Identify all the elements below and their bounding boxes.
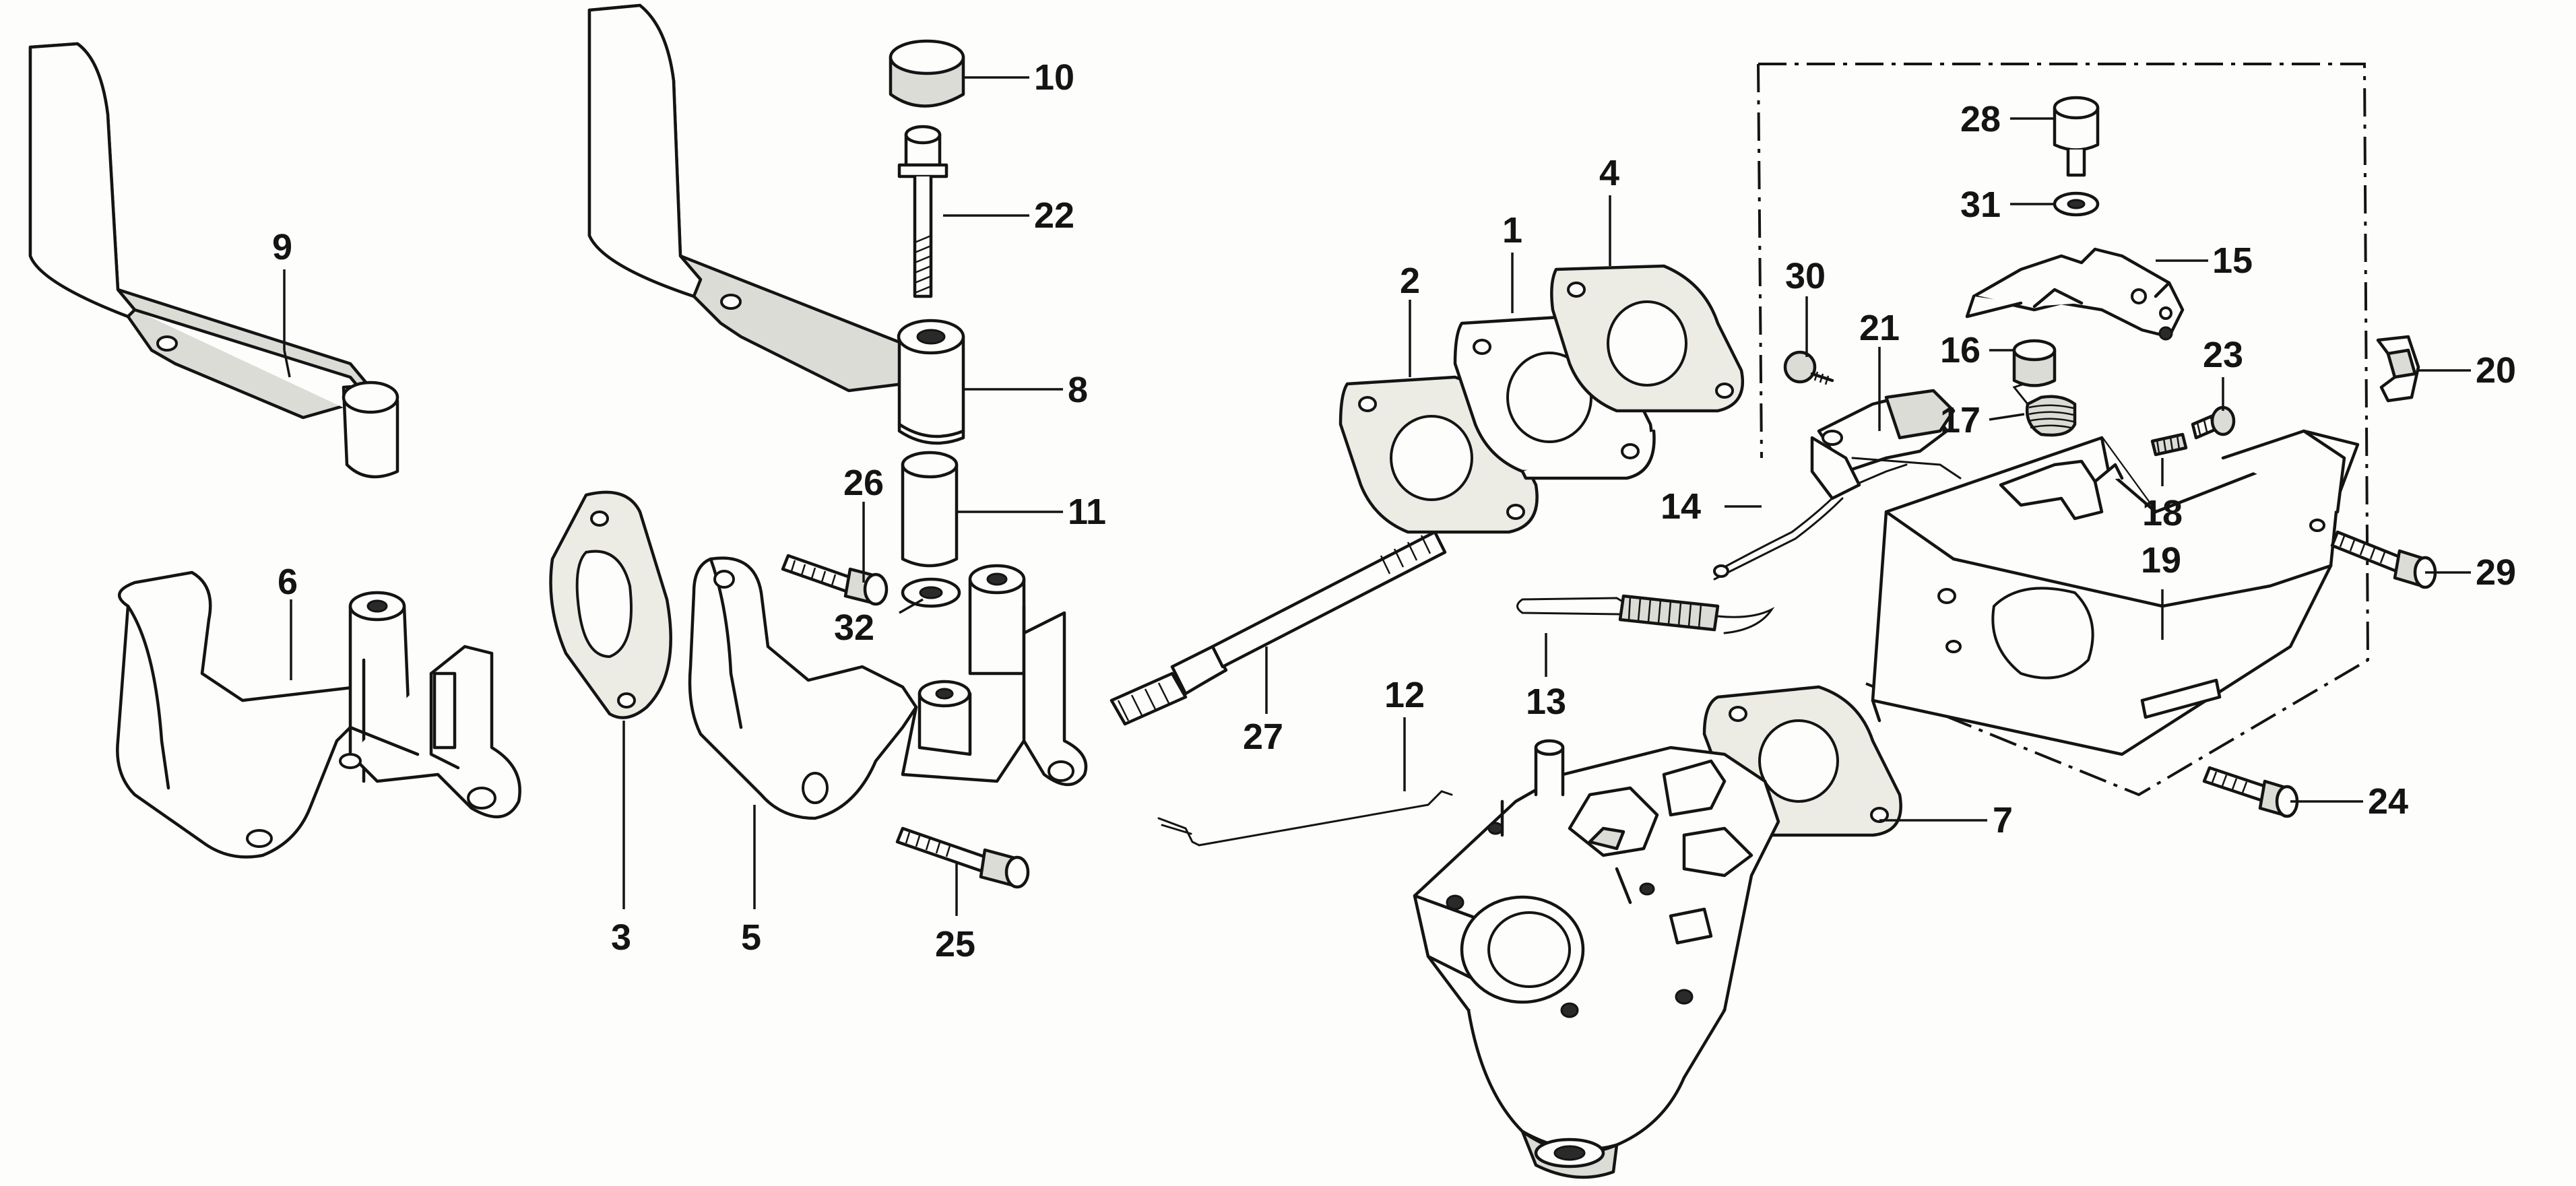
collar-8 xyxy=(897,319,965,445)
intake-manifold-5 xyxy=(688,556,1088,820)
callout-25: 25 xyxy=(935,924,975,964)
lever-15 xyxy=(1965,247,2185,341)
gasket-4 xyxy=(1550,264,1745,413)
callout-31: 31 xyxy=(1960,185,2001,225)
callout-7: 7 xyxy=(1993,800,2013,841)
callout-19: 19 xyxy=(2141,540,2181,581)
callout-30: 30 xyxy=(1785,256,1826,296)
callout-15: 15 xyxy=(2212,240,2253,281)
bracket-19 xyxy=(1871,429,2360,756)
bolt-26 xyxy=(781,554,889,606)
cap-10 xyxy=(889,39,965,108)
wire-14 xyxy=(1713,463,1908,581)
washer-32 xyxy=(901,577,961,608)
callout-17: 17 xyxy=(1940,400,1981,440)
callout-27: 27 xyxy=(1243,717,1283,757)
bolt-28 xyxy=(2053,96,2100,177)
callout-32: 32 xyxy=(834,607,874,648)
bolt-25 xyxy=(895,826,1030,889)
callout-10: 10 xyxy=(1034,57,1074,98)
callout-21: 21 xyxy=(1859,308,1900,348)
bolt-29 xyxy=(2330,530,2437,589)
callout-16: 16 xyxy=(1940,330,1981,370)
callout-23: 23 xyxy=(2203,335,2243,375)
callout-28: 28 xyxy=(1960,99,2001,139)
callout-14: 14 xyxy=(1661,486,1701,527)
screw-23 xyxy=(2191,405,2236,440)
spring-17 xyxy=(2012,383,2077,437)
intake-manifold-6 xyxy=(116,570,521,859)
link-rod xyxy=(1999,459,2124,521)
screw-30 xyxy=(1783,350,1834,385)
heat-shield-upper xyxy=(587,3,925,393)
callout-26: 26 xyxy=(843,463,884,503)
gasket-3 xyxy=(549,490,672,719)
callout-6: 6 xyxy=(278,562,298,602)
clip-20 xyxy=(2376,335,2420,403)
bolt-24 xyxy=(2202,766,2299,818)
callout-11: 11 xyxy=(1068,492,1106,532)
rod-12 xyxy=(1157,790,1453,847)
spring-18 xyxy=(2150,432,2188,457)
callout-1: 1 xyxy=(1502,210,1522,251)
callout-9: 9 xyxy=(272,227,292,267)
bracket-frame xyxy=(1757,63,2370,797)
leader-lines xyxy=(283,76,2471,916)
heat-shield-9 xyxy=(28,42,399,479)
callout-22: 22 xyxy=(1034,195,1074,236)
bolt-22 xyxy=(897,125,948,298)
callout-12: 12 xyxy=(1384,675,1425,715)
carburetor xyxy=(1413,739,1780,1179)
callout-8: 8 xyxy=(1068,370,1088,410)
spring-13 xyxy=(1516,594,1775,634)
callout-20: 20 xyxy=(2476,350,2516,391)
callout-4: 4 xyxy=(1599,153,1619,193)
callout-2: 2 xyxy=(1400,261,1420,301)
callout-24: 24 xyxy=(2368,781,2408,822)
callout-29: 29 xyxy=(2476,552,2516,593)
callout-13: 13 xyxy=(1526,682,1566,722)
callout-labels: 9 10 22 8 11 26 32 6 3 5 25 27 12 13 2 1… xyxy=(272,57,2516,964)
tube-11 xyxy=(901,451,959,568)
lever-21 xyxy=(1810,389,1962,500)
stud-27 xyxy=(1109,530,1447,726)
callout-18: 18 xyxy=(2142,493,2183,533)
callout-5: 5 xyxy=(741,917,761,958)
washer-31 xyxy=(2053,191,2100,217)
collar-16 xyxy=(2012,339,2057,387)
callout-3: 3 xyxy=(611,917,631,958)
